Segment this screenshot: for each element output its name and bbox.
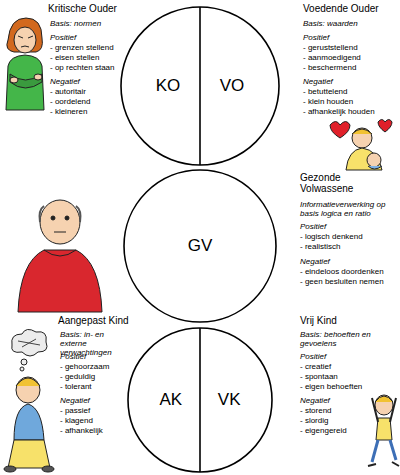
trait-item: - gehoorzaam	[60, 362, 109, 371]
section-heading: Negatief	[300, 257, 330, 266]
trait-item: - klagend	[60, 416, 93, 425]
section-heading: Negatief	[50, 77, 80, 86]
ego-state-abbreviation: VK	[218, 390, 241, 410]
trait-item: - eindeloos doordenken	[300, 267, 384, 276]
section-heading: Negatief	[300, 396, 330, 405]
state-heading: Vrij Kind	[300, 315, 337, 326]
trait-item: - beschermend	[303, 63, 356, 72]
trait-item: - realistisch	[300, 242, 340, 251]
section-heading: Positief	[300, 352, 326, 361]
basis-note: Basis: normen	[50, 19, 101, 28]
trait-item: - passief	[60, 406, 90, 415]
trait-item: - aanmoedigend	[303, 53, 361, 62]
trait-item: - afhankelijk	[60, 426, 103, 435]
trait-item: - geen besluiten nemen	[300, 277, 384, 286]
trait-item: - klein houden	[303, 97, 353, 106]
state-heading: Aangepast Kind	[58, 315, 129, 326]
trait-item: - geruststellend	[303, 43, 358, 52]
section-heading: Positief	[303, 33, 329, 42]
trait-item: - tolerant	[60, 382, 92, 391]
state-heading: Gezonde Volwassene	[300, 172, 380, 194]
circle-outline	[120, 6, 280, 166]
trait-item: - autoritair	[50, 87, 86, 96]
trait-item: - slordig	[300, 416, 328, 425]
trait-item: - logisch denkend	[300, 232, 363, 241]
ego-state-abbreviation: GV	[188, 236, 213, 256]
ego-state-circle: KO VO	[120, 6, 280, 166]
ego-state-abbreviation: KO	[156, 76, 181, 96]
ego-state-abbreviation: AK	[159, 390, 182, 410]
trait-item: - eigengereid	[300, 426, 347, 435]
trait-item: - eigen behoeften	[300, 382, 362, 391]
section-heading: Positief	[50, 33, 76, 42]
section-heading: Positief	[300, 222, 326, 231]
basis-note: Informatieverwerking op basis logica en …	[300, 200, 395, 218]
adult-figure	[18, 200, 102, 312]
free-child-figure	[368, 395, 399, 466]
trait-item: - geduldig	[60, 372, 95, 381]
trait-item: - grenzen stellend	[50, 43, 114, 52]
ego-state-abbreviation: VO	[220, 76, 245, 96]
ego-state-circle: AK VK	[127, 327, 273, 473]
section-heading: Negatief	[303, 77, 333, 86]
ego-state-circle: GV	[123, 169, 277, 323]
critical-parent-figure	[6, 18, 44, 110]
trait-item: - kleineren	[50, 107, 87, 116]
trait-item: - spontaan	[300, 372, 338, 381]
section-heading: Positief	[60, 352, 86, 361]
trait-item: - op rechten staan	[50, 63, 114, 72]
circle-outline	[127, 327, 273, 473]
trait-item: - betuttelend	[303, 87, 347, 96]
trait-item: - afhankelijk houden	[303, 107, 375, 116]
basis-note: Basis: waarden	[303, 19, 358, 28]
trait-item: - oordelend	[50, 97, 90, 106]
nurturing-parent-figure	[330, 120, 392, 171]
state-heading: Kritische Ouder	[48, 3, 117, 14]
trait-item: - storend	[300, 406, 332, 415]
state-heading: Voedende Ouder	[303, 3, 379, 14]
basis-note: Basis: behoeften en gevoelens	[300, 330, 378, 348]
adapted-child-figure	[4, 329, 54, 472]
trait-item: - eisen stellen	[50, 53, 99, 62]
section-heading: Negatief	[60, 396, 90, 405]
trait-item: - creatief	[300, 362, 331, 371]
